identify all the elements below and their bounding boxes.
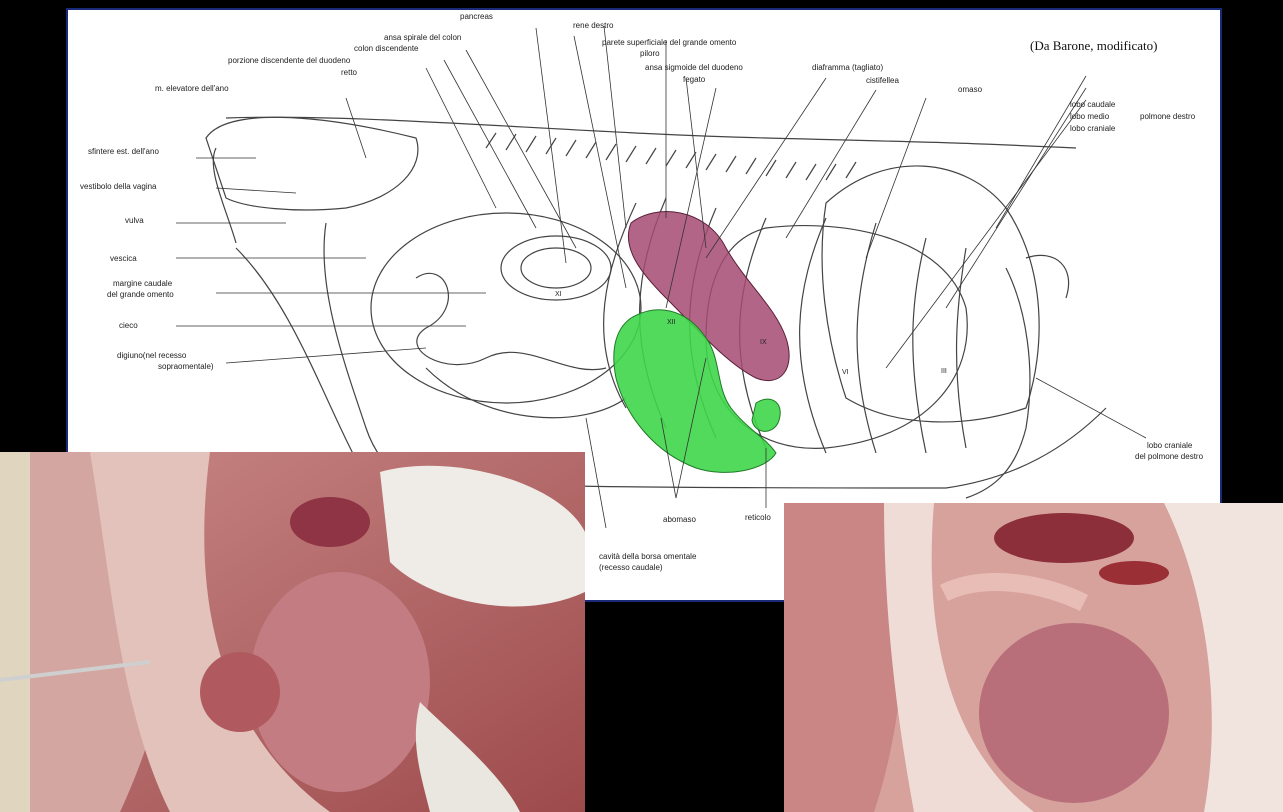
label-colon-discendente: colon discendente: [354, 44, 419, 54]
label-lobo-craniale: lobo craniale: [1070, 124, 1115, 134]
label-fegato: fegato: [683, 75, 705, 85]
rib-label-vi: VI: [842, 368, 849, 378]
abomasum-highlight: [752, 399, 780, 431]
label-reticolo: reticolo: [745, 513, 771, 523]
rib-label-xi: XI: [555, 290, 562, 300]
intestine-mass: [371, 213, 641, 403]
forelimb: [966, 268, 1030, 498]
label-cavita-2: (recesso caudale): [599, 563, 663, 573]
rib-label-xii: XII: [667, 318, 676, 328]
spine: [226, 117, 1076, 148]
pelvis: [206, 117, 418, 210]
label-lobo-medio: lobo medio: [1070, 112, 1109, 122]
label-porzione-duodeno: porzione discendente del duodeno: [228, 56, 350, 66]
label-omaso: omaso: [958, 85, 982, 95]
label-retto: retto: [341, 68, 357, 78]
label-cieco: cieco: [119, 321, 138, 331]
label-sfintere: sfintere est. dell'ano: [88, 147, 159, 157]
label-lobo-caudale: lobo caudale: [1070, 100, 1115, 110]
vertebrae: [486, 133, 856, 180]
label-pancreas: pancreas: [460, 12, 493, 22]
dissection-photo-right: [784, 503, 1283, 812]
label-parete-omento: parete superficiale del grande omento: [602, 38, 736, 48]
label-lobo-craniale-pd-2: del polmone destro: [1135, 452, 1203, 462]
label-lobo-craniale-pd: lobo craniale: [1147, 441, 1192, 451]
hindlimb: [324, 223, 416, 488]
label-polmone-destro: polmone destro: [1140, 112, 1195, 122]
label-vescica: vescica: [110, 254, 137, 264]
label-digiuno-2: sopraomentale): [158, 362, 214, 372]
label-vestibolo: vestibolo della vagina: [80, 182, 157, 192]
rib-label-iii: III: [941, 367, 947, 377]
label-vulva: vulva: [125, 216, 144, 226]
label-piloro: piloro: [640, 49, 660, 59]
source-credit: (Da Barone, modificato): [1030, 38, 1157, 54]
lung: [822, 166, 1039, 422]
label-cavita: cavità della borsa omentale: [599, 552, 696, 562]
label-ansa-sigmoide: ansa sigmoide del duodeno: [645, 63, 743, 73]
label-digiuno: digiuno(nel recesso: [117, 351, 186, 361]
label-ansa-spirale: ansa spirale del colon: [384, 33, 461, 43]
label-rene-destro: rene destro: [573, 21, 613, 31]
label-abomaso: abomaso: [663, 515, 696, 525]
label-cistifellea: cistifellea: [866, 76, 899, 86]
dissection-photo-left: [0, 452, 585, 812]
label-margine-caudale-2: del grande omento: [107, 290, 174, 300]
rib-label-ix: IX: [760, 338, 767, 348]
label-margine-caudale: margine caudale: [113, 279, 172, 289]
label-diaframma: diaframma (tagliato): [812, 63, 883, 73]
label-elevatore-ano: m. elevatore dell'ano: [155, 84, 229, 94]
